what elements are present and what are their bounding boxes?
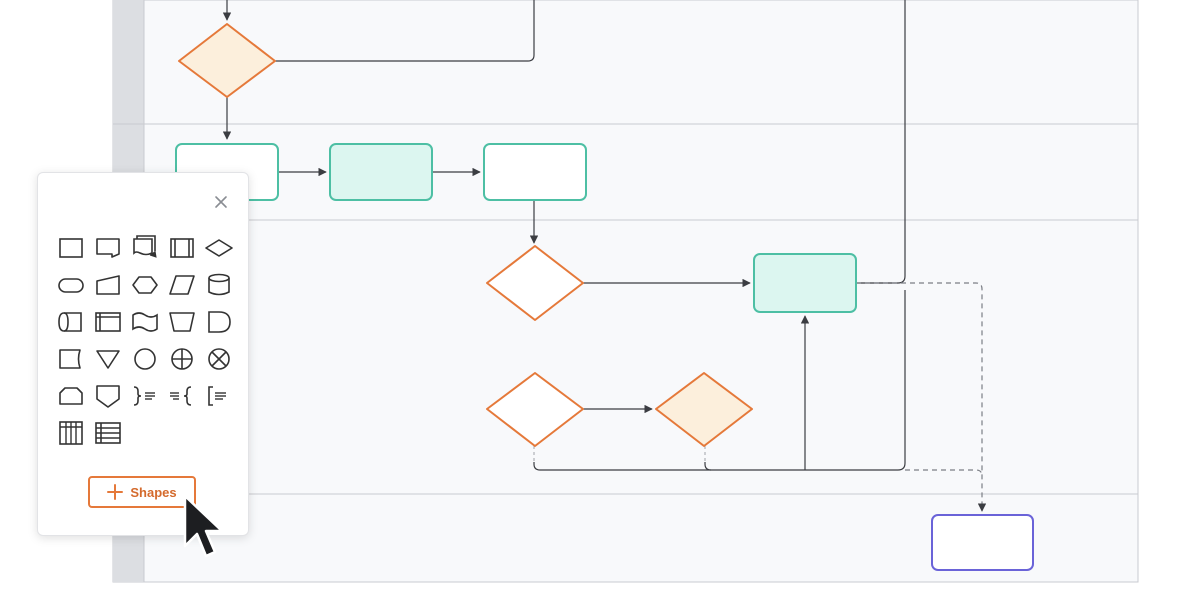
connector-circle-shape-icon[interactable] [130, 344, 160, 374]
decision-shape[interactable] [178, 23, 276, 98]
connector[interactable] [856, 0, 906, 284]
horizontal-table-shape-icon[interactable] [93, 418, 123, 448]
annotation-right-brace-shape-icon[interactable] [130, 381, 160, 411]
close-icon[interactable] [212, 193, 230, 211]
display-shape-icon[interactable] [56, 344, 86, 374]
preparation-shape-icon[interactable] [130, 270, 160, 300]
decision-shape[interactable] [655, 372, 753, 447]
summing-junction-shape-icon[interactable] [204, 344, 234, 374]
canvas-background [112, 0, 1139, 583]
process-shape[interactable] [329, 143, 433, 201]
end-shape[interactable] [931, 514, 1034, 571]
delay-shape-icon[interactable] [204, 307, 234, 337]
merge-shape-icon[interactable] [93, 344, 123, 374]
add-shapes-button[interactable]: Shapes [88, 476, 196, 508]
shapes-panel: Shapes [37, 172, 249, 536]
vertical-table-shape-icon[interactable] [56, 418, 86, 448]
manual-input-shape-icon[interactable] [93, 270, 123, 300]
connector[interactable] [533, 290, 906, 471]
multi-document-shape-icon[interactable] [130, 233, 160, 263]
dashed-connector[interactable] [905, 469, 983, 477]
note-shape-icon[interactable] [93, 233, 123, 263]
process-shape[interactable] [753, 253, 857, 313]
or-shape-icon[interactable] [167, 344, 197, 374]
database-shape-icon[interactable] [204, 270, 234, 300]
tape-shape-icon[interactable] [130, 307, 160, 337]
internal-storage-shape-icon[interactable] [93, 307, 123, 337]
decision-shape-icon[interactable] [204, 233, 234, 263]
parallelogram-shape-icon[interactable] [167, 270, 197, 300]
stored-data-shape-icon[interactable] [56, 307, 86, 337]
annotation-bracket-shape-icon[interactable] [204, 381, 234, 411]
annotation-left-brace-shape-icon[interactable] [167, 381, 197, 411]
add-shapes-label: Shapes [130, 484, 177, 500]
loop-limit-shape-icon[interactable] [56, 381, 86, 411]
decision-shape[interactable] [486, 245, 584, 321]
connector[interactable] [275, 0, 535, 62]
manual-operation-shape-icon[interactable] [167, 307, 197, 337]
terminator-shape-icon[interactable] [56, 270, 86, 300]
off-page-connector-shape-icon[interactable] [93, 381, 123, 411]
predefined-process-shape-icon[interactable] [167, 233, 197, 263]
rectangle-shape-icon[interactable] [56, 233, 86, 263]
plus-icon [107, 484, 124, 500]
connector[interactable] [704, 462, 712, 471]
mouse-pointer-icon [182, 494, 226, 564]
process-shape[interactable] [483, 143, 587, 201]
decision-shape[interactable] [486, 372, 584, 447]
dashed-connector[interactable] [856, 282, 987, 512]
